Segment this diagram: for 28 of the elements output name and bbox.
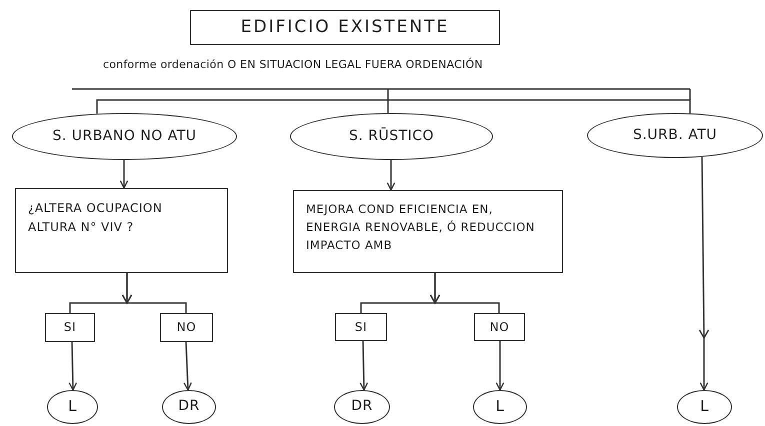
node-text: ¿ALTERA OCUPACION ALTURA N° VIV ? bbox=[28, 200, 164, 236]
ellipse-node bbox=[47, 390, 98, 424]
ellipse-node bbox=[162, 390, 216, 424]
node-text: L bbox=[700, 396, 709, 418]
title: EDIFICIO EXISTENTE bbox=[240, 16, 450, 40]
ellipse-node bbox=[334, 390, 390, 424]
node-text: DR bbox=[351, 397, 373, 416]
node-text: SI bbox=[64, 319, 76, 336]
label-box bbox=[474, 313, 525, 341]
node-text: S. URBANO NO ATU bbox=[52, 126, 197, 146]
node-text: SI bbox=[354, 318, 368, 336]
node-text: MEJORA COND EFICIENCIA EN, ENERGIA RENOVABLE, Ó REDUCCION IMPACTO AMB bbox=[306, 201, 536, 254]
title-box bbox=[190, 10, 500, 45]
node-text: L bbox=[496, 396, 504, 418]
node-text: L bbox=[68, 396, 77, 418]
label-box bbox=[160, 313, 213, 342]
label-box bbox=[45, 313, 95, 342]
node-text: NO bbox=[490, 318, 510, 336]
node-text: NO bbox=[176, 319, 196, 336]
label-box bbox=[335, 313, 387, 341]
ellipse-node bbox=[473, 390, 527, 424]
node-text: S.URB. ATU bbox=[632, 126, 718, 145]
ellipse-node bbox=[677, 390, 732, 424]
process-box bbox=[293, 190, 563, 273]
subtitle: conforme ordenación O EN SITUACION LEGAL FUERA ORDENACIÓN bbox=[103, 58, 483, 71]
node-text: S. RŪSTICO bbox=[348, 126, 434, 146]
node-text: DR bbox=[178, 397, 200, 416]
process-box bbox=[15, 188, 228, 273]
